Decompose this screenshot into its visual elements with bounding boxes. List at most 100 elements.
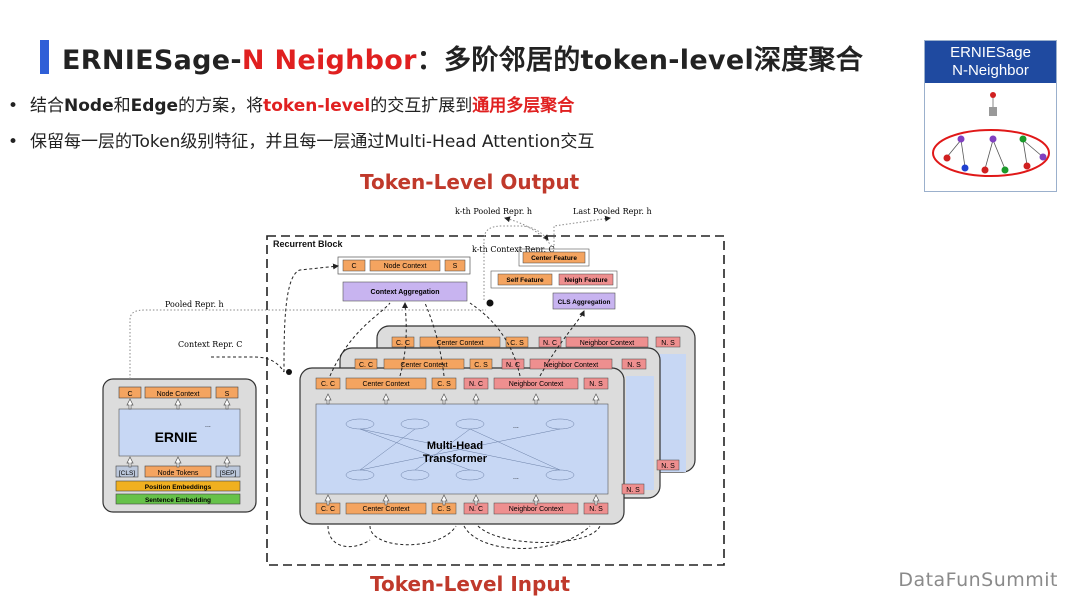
graph-node-red xyxy=(1023,162,1031,170)
ernie-cls-label: [CLS] xyxy=(119,470,135,477)
front-bottom-neighbor-context: Neighbor Context xyxy=(509,506,564,513)
ernie-dots: ... xyxy=(205,422,211,429)
front-top-cs: C. S xyxy=(437,381,451,388)
context-repr-label: Context Repr. C xyxy=(178,340,242,349)
center-feature xyxy=(522,251,586,264)
mid-nc: N. C xyxy=(506,362,520,369)
position-embeddings-label: Position Embeddings xyxy=(145,484,212,491)
front-bottom-ns: N. S xyxy=(589,506,603,513)
graph-node-center xyxy=(989,107,997,116)
front-bottom-nc: N. C xyxy=(469,506,483,513)
bullet-1-token-level: token-level xyxy=(263,96,371,116)
recurrent-block-label: Recurrent Block xyxy=(273,239,344,249)
recurrent-block-frame xyxy=(266,235,725,566)
neighbor-graph-figure xyxy=(932,92,1050,177)
graph-node-green xyxy=(1001,166,1009,174)
front-bottom-cs: C. S xyxy=(437,506,451,513)
graph-node-purple xyxy=(957,135,965,143)
ernie-label: ERNIE xyxy=(155,429,198,445)
center-feature-label: Center Feature xyxy=(531,255,577,262)
back-cc: C. C xyxy=(396,340,410,347)
mid-bottom-ns: N. S xyxy=(626,487,640,494)
bullet-1-node: Node xyxy=(64,96,114,116)
ernie-node-context xyxy=(144,386,212,399)
pooled-repr-label: Pooled Repr. h xyxy=(165,300,224,309)
bullet-1-text-d: 的交互扩展到 xyxy=(370,96,473,116)
back-bottom-ns: N. S xyxy=(661,463,675,470)
bullet-1-text-c: 的方案，将 xyxy=(178,96,264,116)
front-top-nc: N. C xyxy=(469,381,483,388)
position-embeddings xyxy=(115,480,241,492)
neigh-feature-label: Neigh Feature xyxy=(564,277,608,284)
footer-brand: DataFunSummit xyxy=(898,569,1058,591)
context-aggregation xyxy=(342,281,468,302)
graph-node-red xyxy=(981,166,989,174)
mid-neighbor-context: Neighbor Context xyxy=(544,362,599,369)
graph-node-purple xyxy=(1039,153,1047,161)
neighbor-ring xyxy=(932,129,1050,177)
context-aggregation-label: Context Aggregation xyxy=(371,289,440,296)
ernie-token-c-label: C xyxy=(127,391,132,398)
ernie-node-tokens-label: Node Tokens xyxy=(158,470,199,477)
mid-cc: C. C xyxy=(359,362,373,369)
graph-node-blue xyxy=(961,164,969,172)
feature-pair-frame xyxy=(490,270,618,289)
mid-center-context: Center Context xyxy=(400,362,447,369)
front-top-ns: N. S xyxy=(589,381,603,388)
ernie-encoder-body xyxy=(118,408,241,457)
token-level-output-label: Token-Level Output xyxy=(360,170,580,194)
front-top-center-context: Center Context xyxy=(362,381,409,388)
bullet-item-1: 结合Node和Edge的方案，将token-level的交互扩展到通用多层聚合 xyxy=(8,92,594,128)
transformer-dots-bottom: ... xyxy=(513,474,519,481)
inset-header: ERNIESage N-Neighbor xyxy=(925,41,1056,83)
front-top-neighbor-context: Neighbor Context xyxy=(509,381,564,388)
title-suffix: ：多阶邻居的token-level深度聚合 xyxy=(416,45,864,76)
inset-title-line2: N-Neighbor xyxy=(952,62,1029,79)
back-cs: C. S xyxy=(510,340,524,347)
bullet-1-edge: Edge xyxy=(130,96,179,116)
sentence-embedding xyxy=(115,493,241,505)
front-bottom-center-context: Center Context xyxy=(362,506,409,513)
kth-context-label: k-th Context Repr. C xyxy=(472,245,555,254)
transformer-label-line2: Transformer xyxy=(423,453,488,465)
cls-aggregation xyxy=(552,292,616,310)
bullet-1-text-b: 和 xyxy=(113,96,131,116)
bullet-list: 结合Node和Edge的方案，将token-level的交互扩展到通用多层聚合 … xyxy=(8,92,594,164)
last-pooled-label: Last Pooled Repr. h xyxy=(573,207,652,216)
back-neighbor-context: Neighbor Context xyxy=(580,340,635,347)
graph-node-top xyxy=(990,92,996,98)
title-prefix: ERNIESage- xyxy=(62,45,242,76)
bullet-1-multilayer: 通用多层聚合 xyxy=(472,96,575,116)
cls-aggregation-label: CLS Aggregation xyxy=(558,299,611,306)
kth-pooled-label: k-th Pooled Repr. h xyxy=(455,207,532,216)
junction-dot xyxy=(286,369,292,375)
ernie-token-c xyxy=(118,386,142,399)
junction-dot xyxy=(486,299,494,307)
transformer-layer-back-body xyxy=(658,354,686,472)
self-feature xyxy=(497,273,553,286)
page-title: ERNIESage-N Neighbor：多阶邻居的token-level深度聚… xyxy=(62,38,863,77)
title-accent-bar xyxy=(40,40,49,74)
agg-token-c: C xyxy=(351,263,356,270)
inset-title-line1: ERNIESage xyxy=(950,44,1031,61)
bullet-2-text: 保留每一层的Token级别特征，并且每一层通过Multi-Head Attent… xyxy=(30,132,595,152)
ernie-token-cls xyxy=(115,465,139,478)
title-highlight: N Neighbor xyxy=(241,45,417,76)
graph-node-purple xyxy=(989,135,997,143)
graph-node-red xyxy=(943,154,951,162)
graph-node-green xyxy=(1019,135,1027,143)
ernie-token-s xyxy=(215,386,239,399)
front-bottom-cc: C. C xyxy=(321,506,335,513)
ernie-node-context-label: Node Context xyxy=(157,391,200,398)
ernie-sage-inset: ERNIESage N-Neighbor xyxy=(924,40,1057,192)
token-level-input-label: Token-Level Input xyxy=(370,572,571,596)
back-nc: N. C xyxy=(543,340,557,347)
transformer-label-line1: Multi-Head xyxy=(427,440,483,452)
transformer-dots-top: ... xyxy=(513,423,519,430)
self-feature-label: Self Feature xyxy=(506,277,544,284)
front-top-cc: C. C xyxy=(321,381,335,388)
agg-node-context: Node Context xyxy=(384,263,427,270)
mid-cs: C. S xyxy=(474,362,488,369)
ernie-token-s-label: S xyxy=(225,391,230,398)
